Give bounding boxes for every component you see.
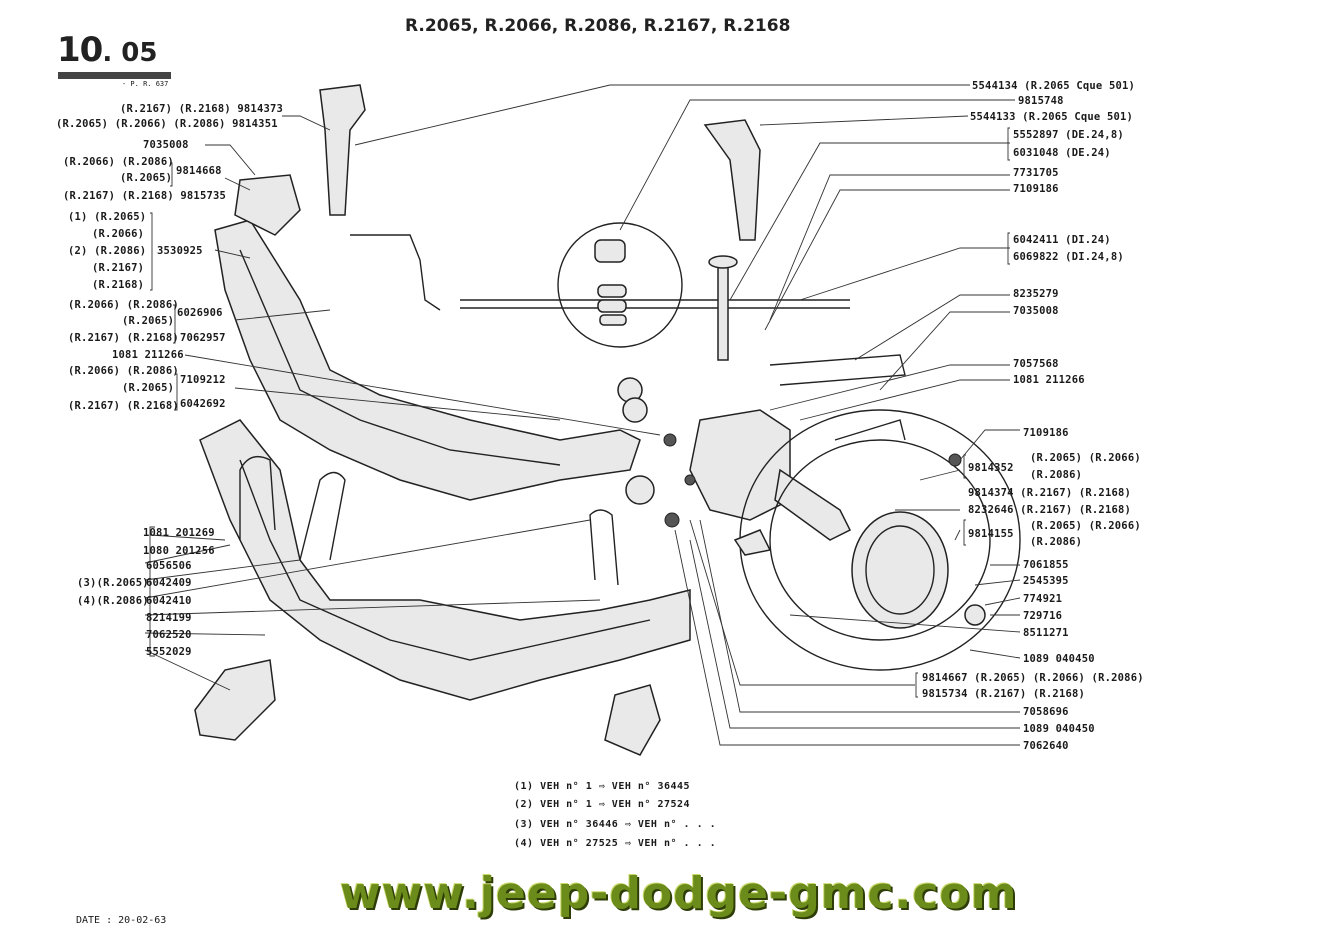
- part-label: 1081 211266: [1013, 374, 1085, 386]
- part-label: 729716: [1023, 610, 1063, 622]
- part-label: 5552029: [146, 646, 192, 658]
- part-label: (R.2065) (R.2066): [1030, 520, 1141, 532]
- spring-seat-right: [604, 684, 661, 756]
- part-label: 2545395: [1023, 575, 1069, 587]
- steering-knuckle: [689, 409, 791, 521]
- part-label: (R.2066) (R.2086): [68, 365, 179, 377]
- u-bolt-left: [239, 456, 276, 540]
- part-label: 5544133 (R.2065 Cque 501): [970, 111, 1134, 123]
- part-label: 6031048 (DE.24): [1013, 147, 1111, 159]
- part-label: (3)(R.2065): [77, 577, 149, 589]
- part-label: 7109186: [1023, 427, 1069, 439]
- part-label: 7057568: [1013, 358, 1059, 370]
- leader-lines-left: [144, 115, 661, 691]
- part-label: (R.2065) (R.2066): [1030, 452, 1141, 464]
- part-label: 8232646 (R.2167) (R.2168): [968, 504, 1132, 516]
- u-bolt-right: [589, 509, 619, 586]
- leader-lines-right: [354, 84, 1021, 746]
- part-label: 6042411 (DI.24): [1013, 234, 1111, 246]
- part-label: 7731705: [1013, 167, 1059, 179]
- bearing-callout: [557, 222, 683, 348]
- part-label: 6026906: [177, 307, 223, 319]
- part-label: (R.2066): [92, 228, 145, 240]
- part-label: (1) (R.2065): [68, 211, 147, 223]
- part-label: 8214199: [146, 612, 192, 624]
- part-label: 9815748: [1018, 95, 1064, 107]
- u-bolt-mid: [299, 471, 346, 561]
- part-label: (R.2065): [122, 315, 175, 327]
- part-label: (4)(R.2086): [77, 595, 149, 607]
- hub-seal: [851, 511, 949, 629]
- steering-arm-right: [703, 119, 761, 241]
- part-label: 9815734 (R.2167) (R.2168): [922, 688, 1086, 700]
- part-label: 1089 040450: [1023, 653, 1095, 665]
- part-label: (R.2065) (R.2066) (R.2086) 9814351: [56, 118, 278, 130]
- part-label: 5544134 (R.2065 Cque 501): [972, 80, 1136, 92]
- part-label: 8511271: [1023, 627, 1069, 639]
- upper-axle-beam: [214, 219, 641, 501]
- part-label: 6069822 (DI.24,8): [1013, 251, 1124, 263]
- drag-link: [769, 354, 906, 386]
- part-label: (R.2167) (R.2168): [68, 400, 179, 412]
- date: DATE : 20-02-63: [76, 915, 167, 926]
- part-label: (R.2167): [92, 262, 145, 274]
- plate-number: 10. 05: [57, 30, 157, 70]
- page-title: R.2065, R.2066, R.2086, R.2167, R.2168: [405, 16, 791, 36]
- part-label: (R.2167) (R.2168): [68, 332, 179, 344]
- footnote: (1) VEH n° 1 ⇨ VEH n° 36445: [514, 781, 691, 792]
- steering-arm-left: [319, 84, 366, 216]
- part-label: 7062520: [146, 629, 192, 641]
- part-label: (R.2065): [120, 172, 173, 184]
- part-label: (R.2065): [122, 382, 175, 394]
- part-label: (R.2086): [1030, 469, 1083, 481]
- part-label: 7109186: [1013, 183, 1059, 195]
- part-label: 6042692: [180, 398, 226, 410]
- part-label: 9814155: [968, 528, 1014, 540]
- footnote: (2) VEH n° 1 ⇨ VEH n° 27524: [514, 799, 691, 810]
- part-label: (R.2066) (R.2086): [68, 299, 179, 311]
- spring-seat-left: [194, 659, 276, 741]
- part-label: 7109212: [180, 374, 226, 386]
- part-label: 6042409: [146, 577, 192, 589]
- plate-main: 10: [57, 30, 103, 70]
- plate-sub: . 05: [102, 38, 158, 68]
- part-label: 7062640: [1023, 740, 1069, 752]
- part-label: 9814667 (R.2065) (R.2066) (R.2086): [922, 672, 1144, 684]
- part-label: 3530925: [157, 245, 203, 257]
- part-label: (R.2086): [1030, 536, 1083, 548]
- part-label: 5552897 (DE.24,8): [1013, 129, 1124, 141]
- part-label: (R.2167) (R.2168) 9814373: [120, 103, 284, 115]
- king-pin: [717, 259, 729, 361]
- footnote: (4) VEH n° 27525 ⇨ VEH n° . . .: [514, 838, 717, 849]
- part-label: 7062957: [180, 332, 226, 344]
- part-label: 6042410: [146, 595, 192, 607]
- part-label: 1089 040450: [1023, 723, 1095, 735]
- part-label: 7035008: [1013, 305, 1059, 317]
- watermark: www.jeep-dodge-gmc.com: [340, 868, 1018, 919]
- part-label: 1081 201269: [143, 527, 215, 539]
- part-label: 9814352: [968, 462, 1014, 474]
- part-label: 7035008: [143, 139, 189, 151]
- part-label: (R.2066) (R.2086): [63, 156, 174, 168]
- part-label: (R.2167) (R.2168) 9815735: [63, 190, 227, 202]
- part-label: 7058696: [1023, 706, 1069, 718]
- plate-bar: [58, 72, 171, 79]
- plate-ref: - P. R. 637: [122, 80, 169, 88]
- footnote: (3) VEH n° 36446 ⇨ VEH n° . . .: [514, 819, 717, 830]
- part-label: 774921: [1023, 593, 1063, 605]
- part-label: 9814668: [176, 165, 222, 177]
- part-label: 9814374 (R.2167) (R.2168): [968, 487, 1132, 499]
- tie-rod-left: [350, 234, 441, 311]
- part-label: (R.2168): [92, 279, 145, 291]
- part-label: (2) (R.2086): [68, 245, 147, 257]
- part-label: 1081 211266: [112, 349, 184, 361]
- part-label: 8235279: [1013, 288, 1059, 300]
- part-label: 6056506: [146, 560, 192, 572]
- part-label: 1080 201256: [143, 545, 215, 557]
- part-label: 7061855: [1023, 559, 1069, 571]
